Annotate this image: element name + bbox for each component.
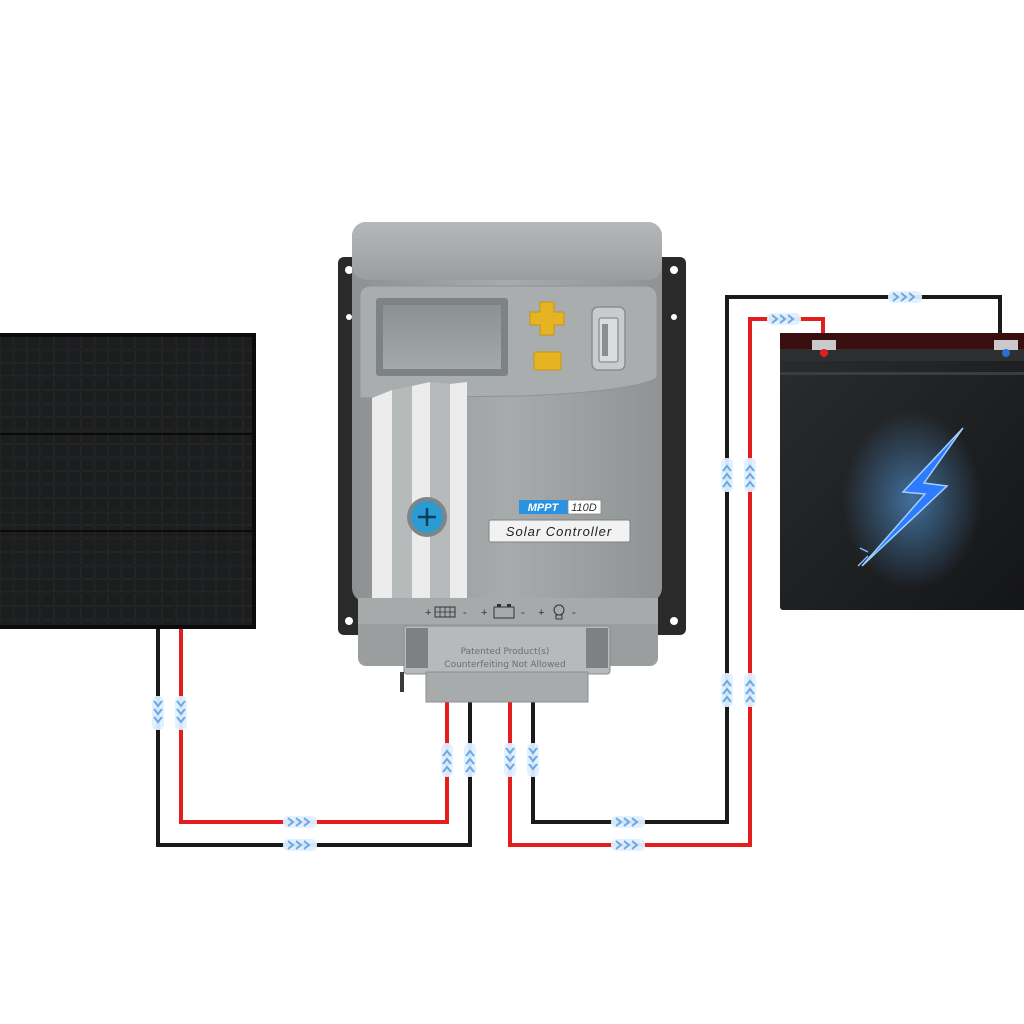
chevron-arrow-icon (152, 696, 164, 730)
terminal-block: + - + - + - (358, 598, 658, 703)
chevron-arrow-icon (744, 673, 756, 707)
chevron-arrow-icon (611, 816, 645, 828)
navigation-cross-button[interactable] (529, 301, 565, 336)
adjustment-knob[interactable] (407, 497, 447, 537)
usb-port[interactable] (591, 306, 626, 371)
chevron-arrow-icon (767, 313, 801, 325)
chevron-arrow-icon (504, 743, 516, 777)
panel-negative-symbol: - (463, 607, 467, 619)
decorative-stripes (372, 382, 467, 598)
enter-button[interactable] (533, 351, 562, 371)
chevron-arrow-icon (888, 291, 922, 303)
brand-label: MPPT (528, 502, 560, 514)
product-label: Solar Controller (506, 524, 612, 539)
battery (780, 333, 1024, 610)
charge-controller: MPPT 110D Solar Controller + - + (338, 222, 686, 703)
patent-line-1: Patented Product(s) (461, 647, 550, 657)
chevron-arrow-icon (175, 696, 187, 730)
solar-panel-icon (434, 606, 456, 618)
solar-panel (0, 333, 256, 629)
load-positive-symbol: + (538, 607, 544, 619)
battery-positive-terminal (812, 340, 836, 357)
patent-line-2: Counterfeiting Not Allowed (444, 660, 565, 670)
product-label-plate: Solar Controller (488, 519, 631, 543)
model-label: 110D (571, 502, 597, 514)
chevron-arrow-icon (441, 743, 453, 777)
load-negative-symbol: - (572, 607, 576, 619)
bulb-icon (553, 604, 565, 620)
battery-negative-symbol: - (521, 607, 525, 619)
chevron-arrow-icon (721, 673, 733, 707)
panel-positive-symbol: + (425, 607, 431, 619)
terminal-cover[interactable]: Patented Product(s) Counterfeiting Not A… (403, 625, 611, 703)
chevron-arrow-icon (721, 458, 733, 492)
battery-negative-wire (531, 295, 1002, 824)
chevron-arrow-icon (283, 816, 317, 828)
chevron-arrow-icon (744, 458, 756, 492)
battery-positive-wire (508, 317, 825, 847)
chevron-arrow-icon (611, 839, 645, 851)
lightning-bolt-icon (842, 410, 982, 590)
model-badge: MPPT 110D (519, 499, 602, 515)
chevron-arrow-icon (527, 743, 539, 777)
chevron-arrow-icon (464, 743, 476, 777)
chevron-arrow-icon (283, 839, 317, 851)
battery-negative-terminal (994, 340, 1018, 357)
battery-icon (493, 604, 515, 619)
battery-positive-symbol: + (481, 607, 487, 619)
flow-markers (152, 291, 922, 851)
